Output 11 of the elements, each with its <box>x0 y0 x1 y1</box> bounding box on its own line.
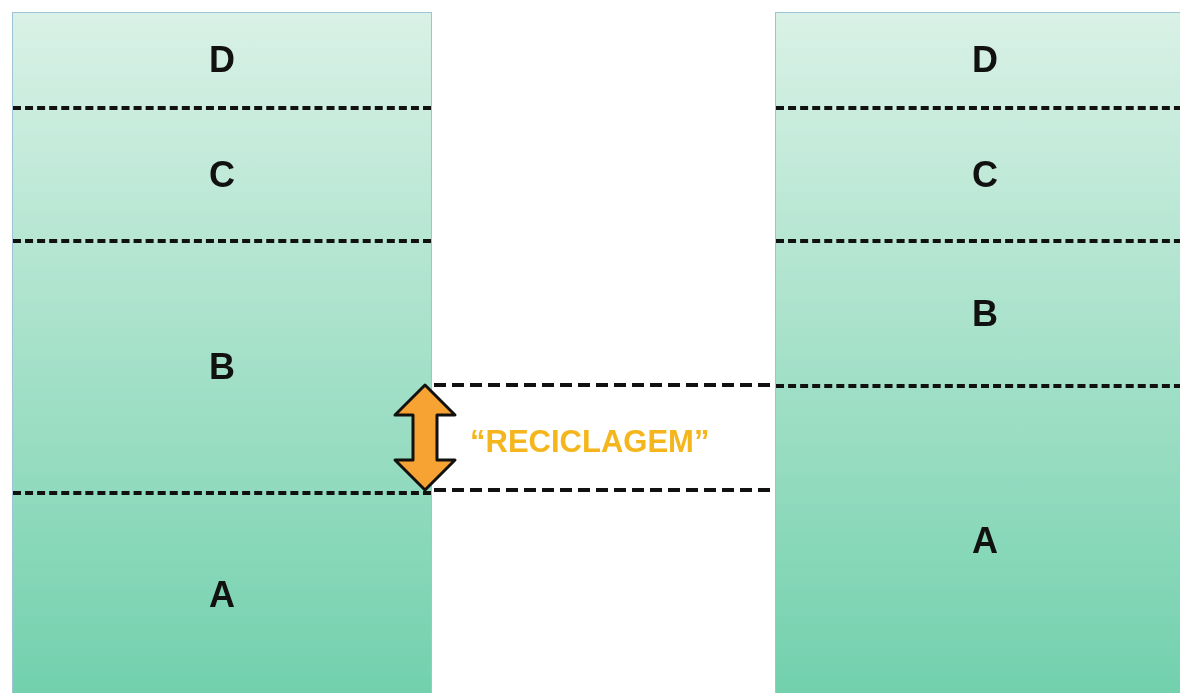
layer-letter: C <box>972 153 998 196</box>
layer-letter: D <box>972 38 998 81</box>
layer-letter: C <box>209 153 235 196</box>
annotation-label: “RECICLAGEM” <box>470 424 710 460</box>
layer-letter: D <box>209 38 235 81</box>
column-background <box>775 12 1180 693</box>
layer-letter: B <box>972 292 998 335</box>
layer-letter: A <box>209 573 235 616</box>
layer-letter: B <box>209 346 235 388</box>
layer-letter: A <box>972 520 998 562</box>
column-background <box>12 12 432 693</box>
